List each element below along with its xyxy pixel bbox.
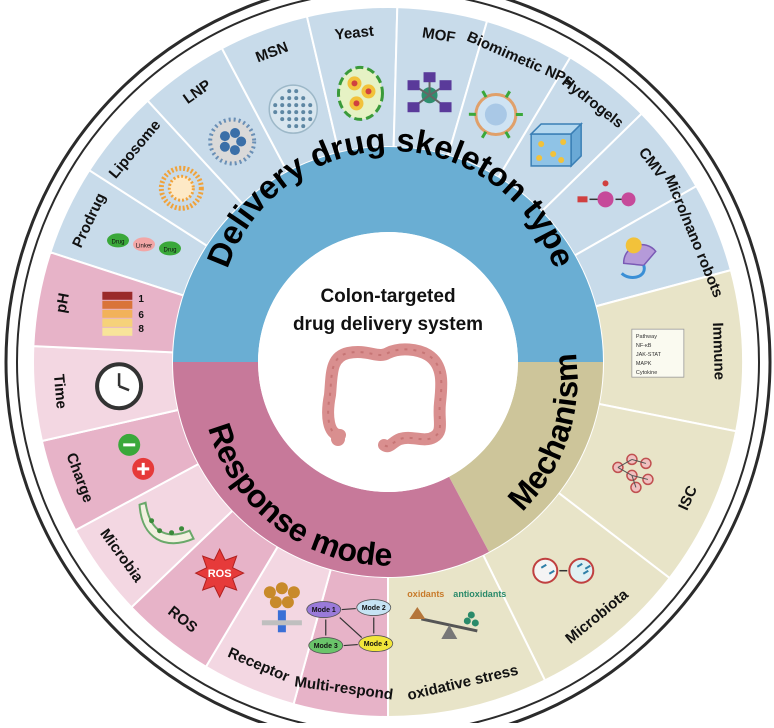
mesoporous-silica-icon — [269, 85, 317, 133]
immune-pathway-label: Pathway — [636, 334, 657, 340]
ph-color-bar — [102, 301, 132, 309]
immune-pathway-label: MAPK — [636, 361, 652, 367]
clock-icon — [97, 364, 141, 408]
ph-scale-icon: 1 6 8 — [102, 292, 144, 336]
mode-label: Mode 2 — [362, 605, 386, 612]
center-title-line2: drug delivery system — [293, 314, 483, 335]
center-disc — [258, 232, 518, 492]
ph-value-label: 1 — [138, 294, 144, 305]
ph-color-bar — [102, 328, 132, 336]
prodrug-part-label: Drug — [163, 247, 176, 253]
center-title-line1: Colon-targeted — [320, 286, 455, 307]
ph-color-bar — [102, 310, 132, 318]
lipid-nanoparticle-icon — [210, 120, 254, 164]
antioxidants-label: antioxidants — [453, 589, 506, 599]
mode-label: Mode 1 — [312, 607, 336, 614]
mode-label: Mode 3 — [314, 643, 338, 650]
yeast-cell-icon — [338, 67, 382, 119]
ph-value-label: 6 — [138, 310, 144, 321]
response-label-time: Time — [50, 373, 70, 409]
ros-burst-icon: ROS — [196, 549, 244, 597]
mode-label: Mode 4 — [364, 641, 388, 648]
ph-color-bar — [102, 292, 132, 300]
mechanism-label-immune: Immune — [709, 322, 728, 380]
immune-pathway-label: Cytokine — [636, 370, 657, 376]
immune-pathway-label: NF-κB — [636, 343, 652, 349]
immune-pathway-label: JAK-STAT — [636, 352, 662, 358]
ph-value-label: 8 — [138, 324, 144, 335]
prodrug-part-label: Drug — [111, 239, 124, 245]
ph-color-bar — [102, 319, 132, 327]
prodrug-part-label: Linker — [136, 243, 152, 249]
ros-label: ROS — [208, 568, 232, 580]
response-label-ph: pH — [53, 292, 73, 315]
oxidants-label: oxidants — [407, 589, 444, 599]
hydrogel-cube-icon — [531, 124, 581, 166]
